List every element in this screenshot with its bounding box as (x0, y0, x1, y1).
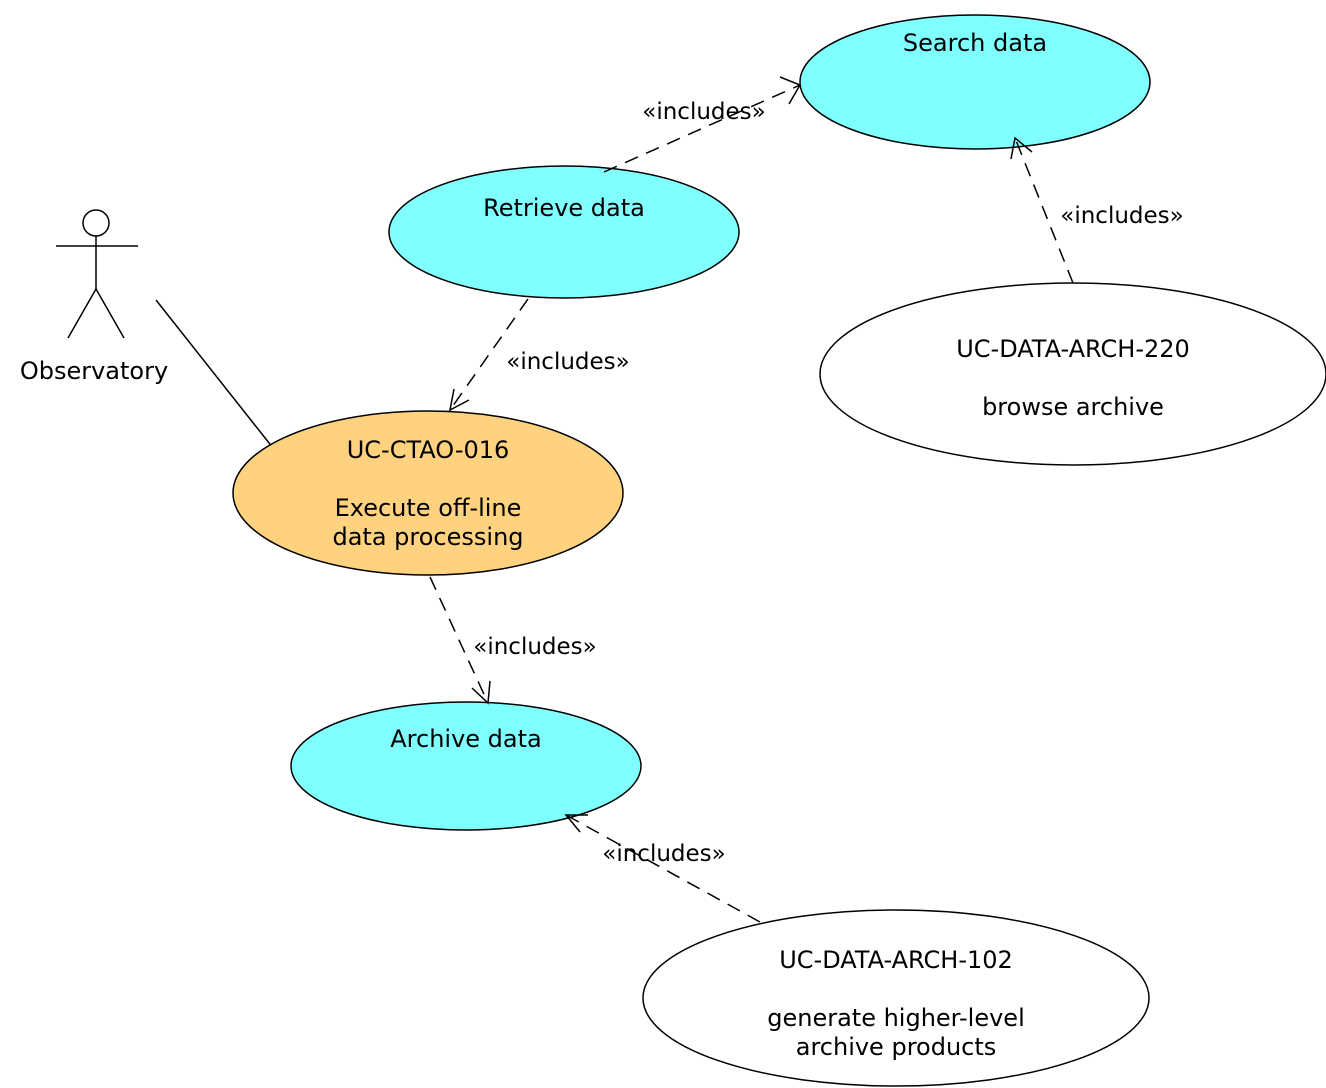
include-browse-to-search[interactable]: «includes» (1010, 136, 1184, 284)
include-execute-to-archive-arrowhead (471, 680, 491, 705)
include-retrieve-to-search-line (603, 84, 801, 173)
include-execute-to-archive[interactable]: «includes» (429, 576, 597, 705)
use-case-retrieve-data[interactable] (388, 165, 740, 299)
use-case-label-line: UC-DATA-ARCH-102 (779, 946, 1013, 974)
use-case-label-line: archive products (796, 1033, 997, 1061)
use-case-label-line: Search data (903, 29, 1047, 57)
include-browse-to-search-line (1014, 137, 1074, 284)
use-case-label-line: UC-DATA-ARCH-220 (956, 335, 1190, 363)
use-case-browse-archive-label: UC-DATA-ARCH-220 browse archive (956, 335, 1190, 421)
use-case-label-line: data processing (332, 523, 523, 551)
use-case-archive-data-label: Archive data (390, 725, 542, 753)
include-retrieve-to-search-arrowhead (779, 76, 802, 105)
include-browse-to-search-arrowhead (1010, 136, 1033, 160)
include-retrieve-to-execute-label: «includes» (506, 349, 629, 375)
use-case-archive-data[interactable] (290, 701, 642, 831)
use-case-search-data[interactable] (799, 14, 1151, 150)
use-case-execute-processing[interactable] (232, 410, 624, 576)
use-case-label-line: Archive data (390, 725, 542, 753)
association-line (155, 299, 274, 449)
include-execute-to-archive-label: «includes» (473, 634, 596, 660)
use-case-label-line: generate higher-level (767, 1004, 1025, 1032)
use-case-label-line: Retrieve data (483, 194, 645, 222)
include-retrieve-to-execute[interactable]: «includes» (448, 298, 630, 412)
include-retrieve-to-search[interactable]: «includes» (603, 76, 802, 173)
include-execute-to-archive-line (429, 576, 489, 704)
use-case-search-data-label: Search data (903, 29, 1047, 57)
actor-observatory[interactable]: Observatory (20, 209, 168, 385)
use-case-label-line: Execute off-line (335, 494, 522, 522)
use-case-label-line (1069, 364, 1077, 392)
actor-left-leg (67, 288, 97, 339)
use-case-retrieve-data-label: Retrieve data (483, 194, 645, 222)
use-case-label-line (424, 465, 432, 493)
actor-head (82, 209, 110, 237)
use-case-label-line: browse archive (982, 393, 1164, 421)
use-case-label-line (892, 975, 900, 1003)
include-retrieve-to-execute-arrowhead (448, 388, 470, 412)
include-generate-to-archive-arrowhead (564, 814, 588, 833)
actor-name-label: Observatory (20, 357, 168, 385)
include-generate-to-archive-line (565, 814, 761, 923)
actor-right-leg (95, 288, 125, 339)
include-generate-to-archive-label: «includes» (602, 841, 725, 867)
use-case-generate-products[interactable] (642, 909, 1150, 1087)
include-generate-to-archive[interactable]: «includes» (564, 814, 761, 923)
include-browse-to-search-label: «includes» (1060, 203, 1183, 229)
include-retrieve-to-search-label: «includes» (642, 99, 765, 125)
use-case-label-line: UC-CTAO-016 (347, 436, 510, 464)
